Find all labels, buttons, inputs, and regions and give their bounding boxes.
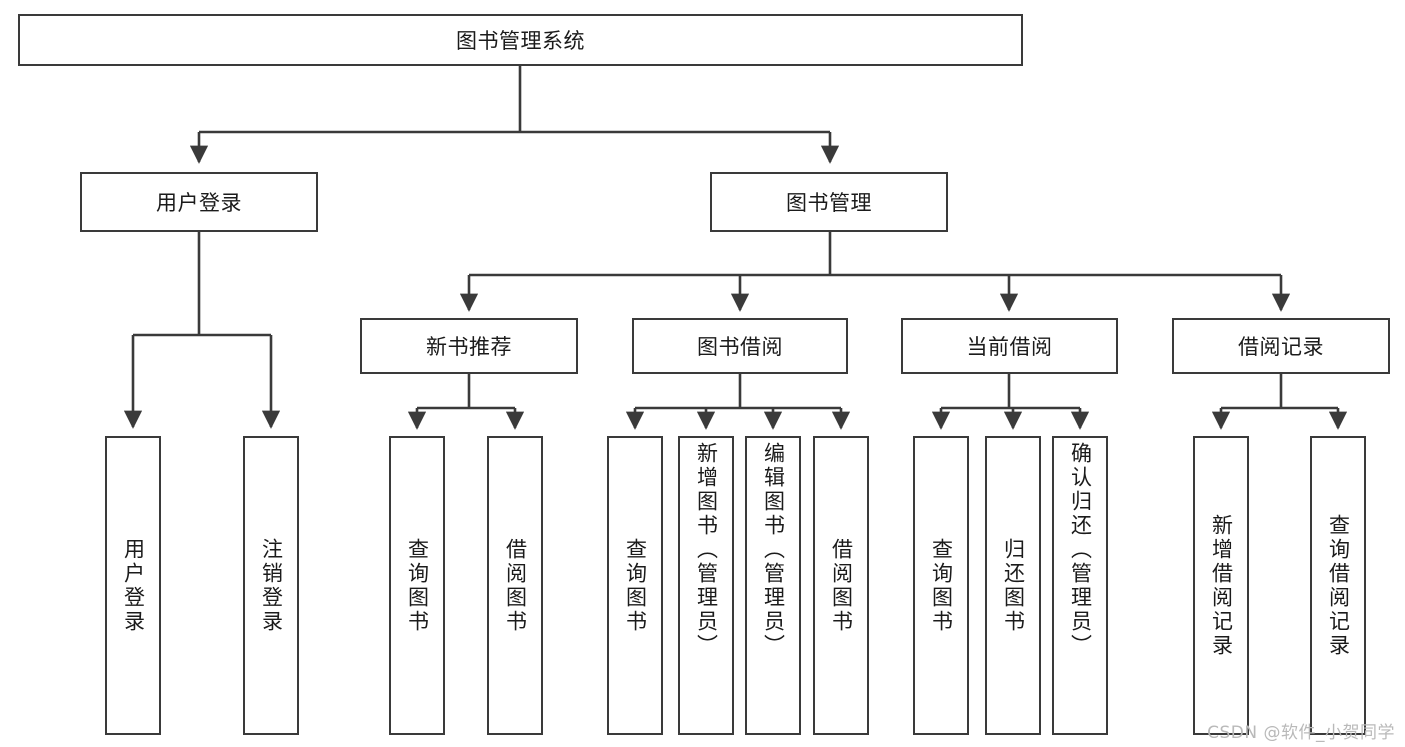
node-system-title[interactable]: 图书管理系统 xyxy=(18,14,1023,66)
leaf-edit-book-admin[interactable]: 编辑图书（管理员） xyxy=(745,436,801,735)
node3-new-book-recommend[interactable]: 新书推荐 xyxy=(360,318,578,374)
leaf-return-book[interactable]: 归还图书 xyxy=(985,436,1041,735)
node-user-login[interactable]: 用户登录 xyxy=(80,172,318,232)
node3-borrow-record[interactable]: 借阅记录 xyxy=(1172,318,1390,374)
node-label: 新增图书（管理员） xyxy=(694,442,719,658)
node-label: 新书推荐 xyxy=(426,335,512,359)
node-book-management[interactable]: 图书管理 xyxy=(710,172,948,232)
leaf-confirm-return-admin[interactable]: 确认归还（管理员） xyxy=(1052,436,1108,735)
leaf-query-book-2[interactable]: 查询图书 xyxy=(607,436,663,735)
node3-current-borrow[interactable]: 当前借阅 xyxy=(901,318,1118,374)
node-label: 注销登录 xyxy=(259,537,284,634)
leaf-add-book-admin[interactable]: 新增图书（管理员） xyxy=(678,436,734,735)
node-label: 查询图书 xyxy=(623,537,648,634)
leaf-user-login[interactable]: 用户登录 xyxy=(105,436,161,735)
node-label: 新增借阅记录 xyxy=(1209,513,1234,658)
leaf-borrow-book-2[interactable]: 借阅图书 xyxy=(813,436,869,735)
leaf-borrow-book-1[interactable]: 借阅图书 xyxy=(487,436,543,735)
node-label: 编辑图书（管理员） xyxy=(761,442,786,658)
node-label: 用户登录 xyxy=(156,191,242,215)
leaf-logout-login[interactable]: 注销登录 xyxy=(243,436,299,735)
node-label: 借阅图书 xyxy=(503,537,528,634)
leaf-query-borrow-record[interactable]: 查询借阅记录 xyxy=(1310,436,1366,735)
node-label: 确认归还（管理员） xyxy=(1068,442,1093,658)
node-label: 图书管理 xyxy=(786,191,872,215)
leaf-query-book-1[interactable]: 查询图书 xyxy=(389,436,445,735)
node-label: 借阅记录 xyxy=(1238,335,1324,359)
node-label: 查询借阅记录 xyxy=(1326,513,1351,658)
node-label: 查询图书 xyxy=(405,537,430,634)
node-label: 用户登录 xyxy=(121,537,146,634)
node-label: 借阅图书 xyxy=(829,537,854,634)
leaf-query-book-3[interactable]: 查询图书 xyxy=(913,436,969,735)
csdn-watermark: CSDN @软件_小贺同学 xyxy=(1207,723,1395,743)
node-label: 查询图书 xyxy=(929,537,954,634)
leaf-add-borrow-record[interactable]: 新增借阅记录 xyxy=(1193,436,1249,735)
node-label: 图书借阅 xyxy=(697,335,783,359)
node-label: 图书管理系统 xyxy=(456,29,585,53)
node-label: 归还图书 xyxy=(1001,537,1026,634)
node3-book-borrow[interactable]: 图书借阅 xyxy=(632,318,848,374)
node-label: 当前借阅 xyxy=(966,335,1053,359)
